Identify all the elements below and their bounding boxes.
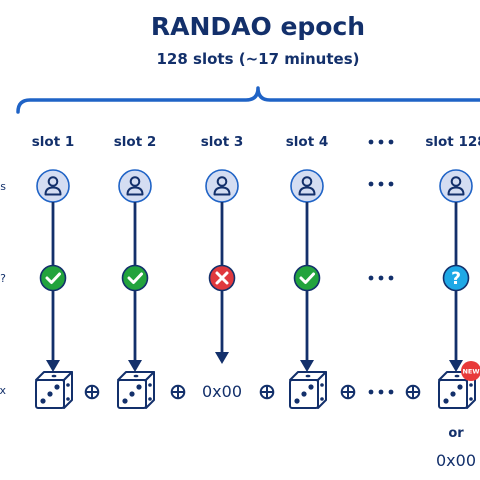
row-label-1: s bbox=[0, 180, 6, 193]
badge-label: NEW bbox=[462, 368, 479, 376]
xor-icon bbox=[170, 384, 186, 400]
user-icon bbox=[205, 169, 239, 203]
output-zero: 0x00 bbox=[202, 382, 242, 401]
question-mark: ? bbox=[451, 269, 461, 289]
check-circle-icon bbox=[293, 264, 321, 292]
row-label-2: ? bbox=[0, 272, 6, 285]
column-3: slot 3 0x00 bbox=[201, 134, 243, 401]
column-2: slot 2 bbox=[114, 134, 156, 409]
new-badge: NEW bbox=[461, 361, 480, 381]
diagram-subtitle: 128 slots (~17 minutes) bbox=[156, 50, 359, 68]
dice-icon bbox=[117, 371, 155, 409]
user-icon bbox=[290, 169, 324, 203]
user-icon bbox=[36, 169, 70, 203]
arrow-down bbox=[128, 291, 142, 372]
arrow-down bbox=[46, 291, 60, 372]
check-circle-icon bbox=[121, 264, 149, 292]
slot-label: slot 2 bbox=[114, 134, 156, 150]
xor-icon bbox=[84, 384, 100, 400]
row-label-3: x bbox=[0, 384, 6, 397]
xor-icon bbox=[340, 384, 356, 400]
slot-label: slot 1 bbox=[32, 134, 74, 150]
xor-icon bbox=[259, 384, 275, 400]
user-icon bbox=[439, 169, 473, 203]
ellipsis-status bbox=[368, 275, 394, 281]
slot-label: slot 3 bbox=[201, 134, 243, 150]
question-circle-icon: ? bbox=[442, 264, 470, 292]
diagram-title: RANDAO epoch bbox=[151, 12, 365, 41]
column-4: slot 4 bbox=[286, 134, 328, 409]
column-6: slot 128? NEW bbox=[425, 134, 480, 409]
slot-label: slot 128 bbox=[425, 134, 480, 150]
slot-label: slot 4 bbox=[286, 134, 328, 150]
ellipsis-slot bbox=[368, 139, 394, 145]
xor-icon bbox=[405, 384, 421, 400]
dice-icon bbox=[289, 371, 327, 409]
alt-value: 0x00 bbox=[436, 451, 476, 470]
check-circle-icon bbox=[39, 264, 67, 292]
ellipsis-proposer bbox=[368, 181, 394, 187]
dice-icon bbox=[35, 371, 73, 409]
arrow-down bbox=[215, 291, 229, 364]
column-1: slot 1 bbox=[32, 134, 74, 409]
x-circle-icon bbox=[208, 264, 236, 292]
alt-separator: or bbox=[448, 426, 464, 441]
ellipsis-output bbox=[368, 389, 394, 395]
curly-brace bbox=[16, 86, 480, 114]
arrow-down bbox=[449, 291, 463, 372]
arrow-down bbox=[300, 291, 314, 372]
user-icon bbox=[118, 169, 152, 203]
